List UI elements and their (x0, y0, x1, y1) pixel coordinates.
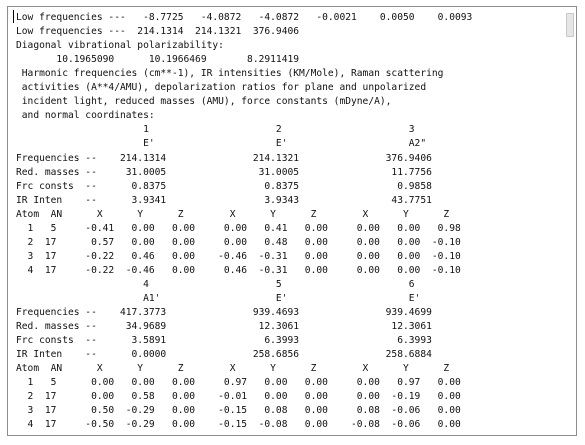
log-line: Red. masses -- 31.0005 31.0005 11.7756 (16, 166, 432, 178)
log-line: Frc consts -- 0.8375 0.8375 0.9858 (16, 180, 432, 192)
log-line: 3 17 0.50 -0.29 0.00 -0.15 0.08 0.00 0.0… (16, 405, 461, 417)
log-line: incident light, reduced masses (AMU), fo… (16, 96, 392, 108)
log-line: A1' E' E' (16, 293, 421, 304)
log-line: and normal coordinates: (16, 110, 155, 122)
log-line: Frequencies -- 417.3773 939.4693 939.469… (16, 307, 432, 319)
log-line: 10.1965090 10.1966469 8.2911419 (16, 54, 300, 66)
log-line: 1 2 3 (16, 124, 415, 136)
output-log-panel[interactable] (7, 6, 577, 436)
log-line: Diagonal vibrational polarizability: (16, 40, 224, 52)
log-line: Low frequencies --- -8.7725 -4.0872 -4.0… (16, 12, 473, 23)
log-line: 4 17 -0.50 -0.29 0.00 -0.15 -0.08 0.00 -… (16, 419, 461, 431)
log-line: Frequencies -- 214.1314 214.1321 376.940… (16, 152, 432, 164)
log-line: Atom AN X Y Z X Y Z X Y Z (16, 208, 450, 220)
log-line: 1 5 -0.41 0.00 0.00 0.00 0.41 0.00 0.00 … (16, 222, 461, 234)
log-line: activities (A**4/AMU), depolarization ra… (16, 82, 427, 94)
log-line: 2 17 0.57 0.00 0.00 0.00 0.48 0.00 0.00 … (16, 236, 461, 248)
vertical-scrollbar[interactable] (564, 7, 576, 435)
log-line: 4 17 -0.22 -0.46 0.00 0.46 -0.31 0.00 0.… (16, 264, 461, 276)
log-line: Atom AN X Y Z X Y Z X Y Z (16, 363, 450, 375)
log-line: IR Inten -- 0.0000 258.6856 258.6884 (16, 349, 432, 361)
log-line: Red. masses -- 34.9689 12.3061 12.3061 (16, 321, 432, 333)
log-line: 1 5 0.00 0.00 0.00 0.97 0.00 0.00 0.00 0… (16, 377, 461, 389)
log-line: IR Inten -- 3.9341 3.9343 43.7751 (16, 194, 432, 206)
text-caret (13, 10, 14, 23)
log-line: 4 5 6 (16, 278, 415, 290)
log-line: 2 17 0.00 0.58 0.00 -0.01 0.00 0.00 0.00… (16, 391, 461, 403)
log-line: Low frequencies --- 214.1314 214.1321 37… (16, 26, 300, 38)
log-line: 3 17 -0.22 0.46 0.00 -0.46 -0.31 0.00 0.… (16, 250, 461, 262)
log-line: Frc consts -- 3.5891 6.3993 6.3993 (16, 335, 432, 347)
log-line: E' E' A2" (16, 138, 427, 150)
log-line: Harmonic frequencies (cm**-1), IR intens… (16, 68, 444, 80)
scrollbar-thumb[interactable] (566, 13, 574, 37)
